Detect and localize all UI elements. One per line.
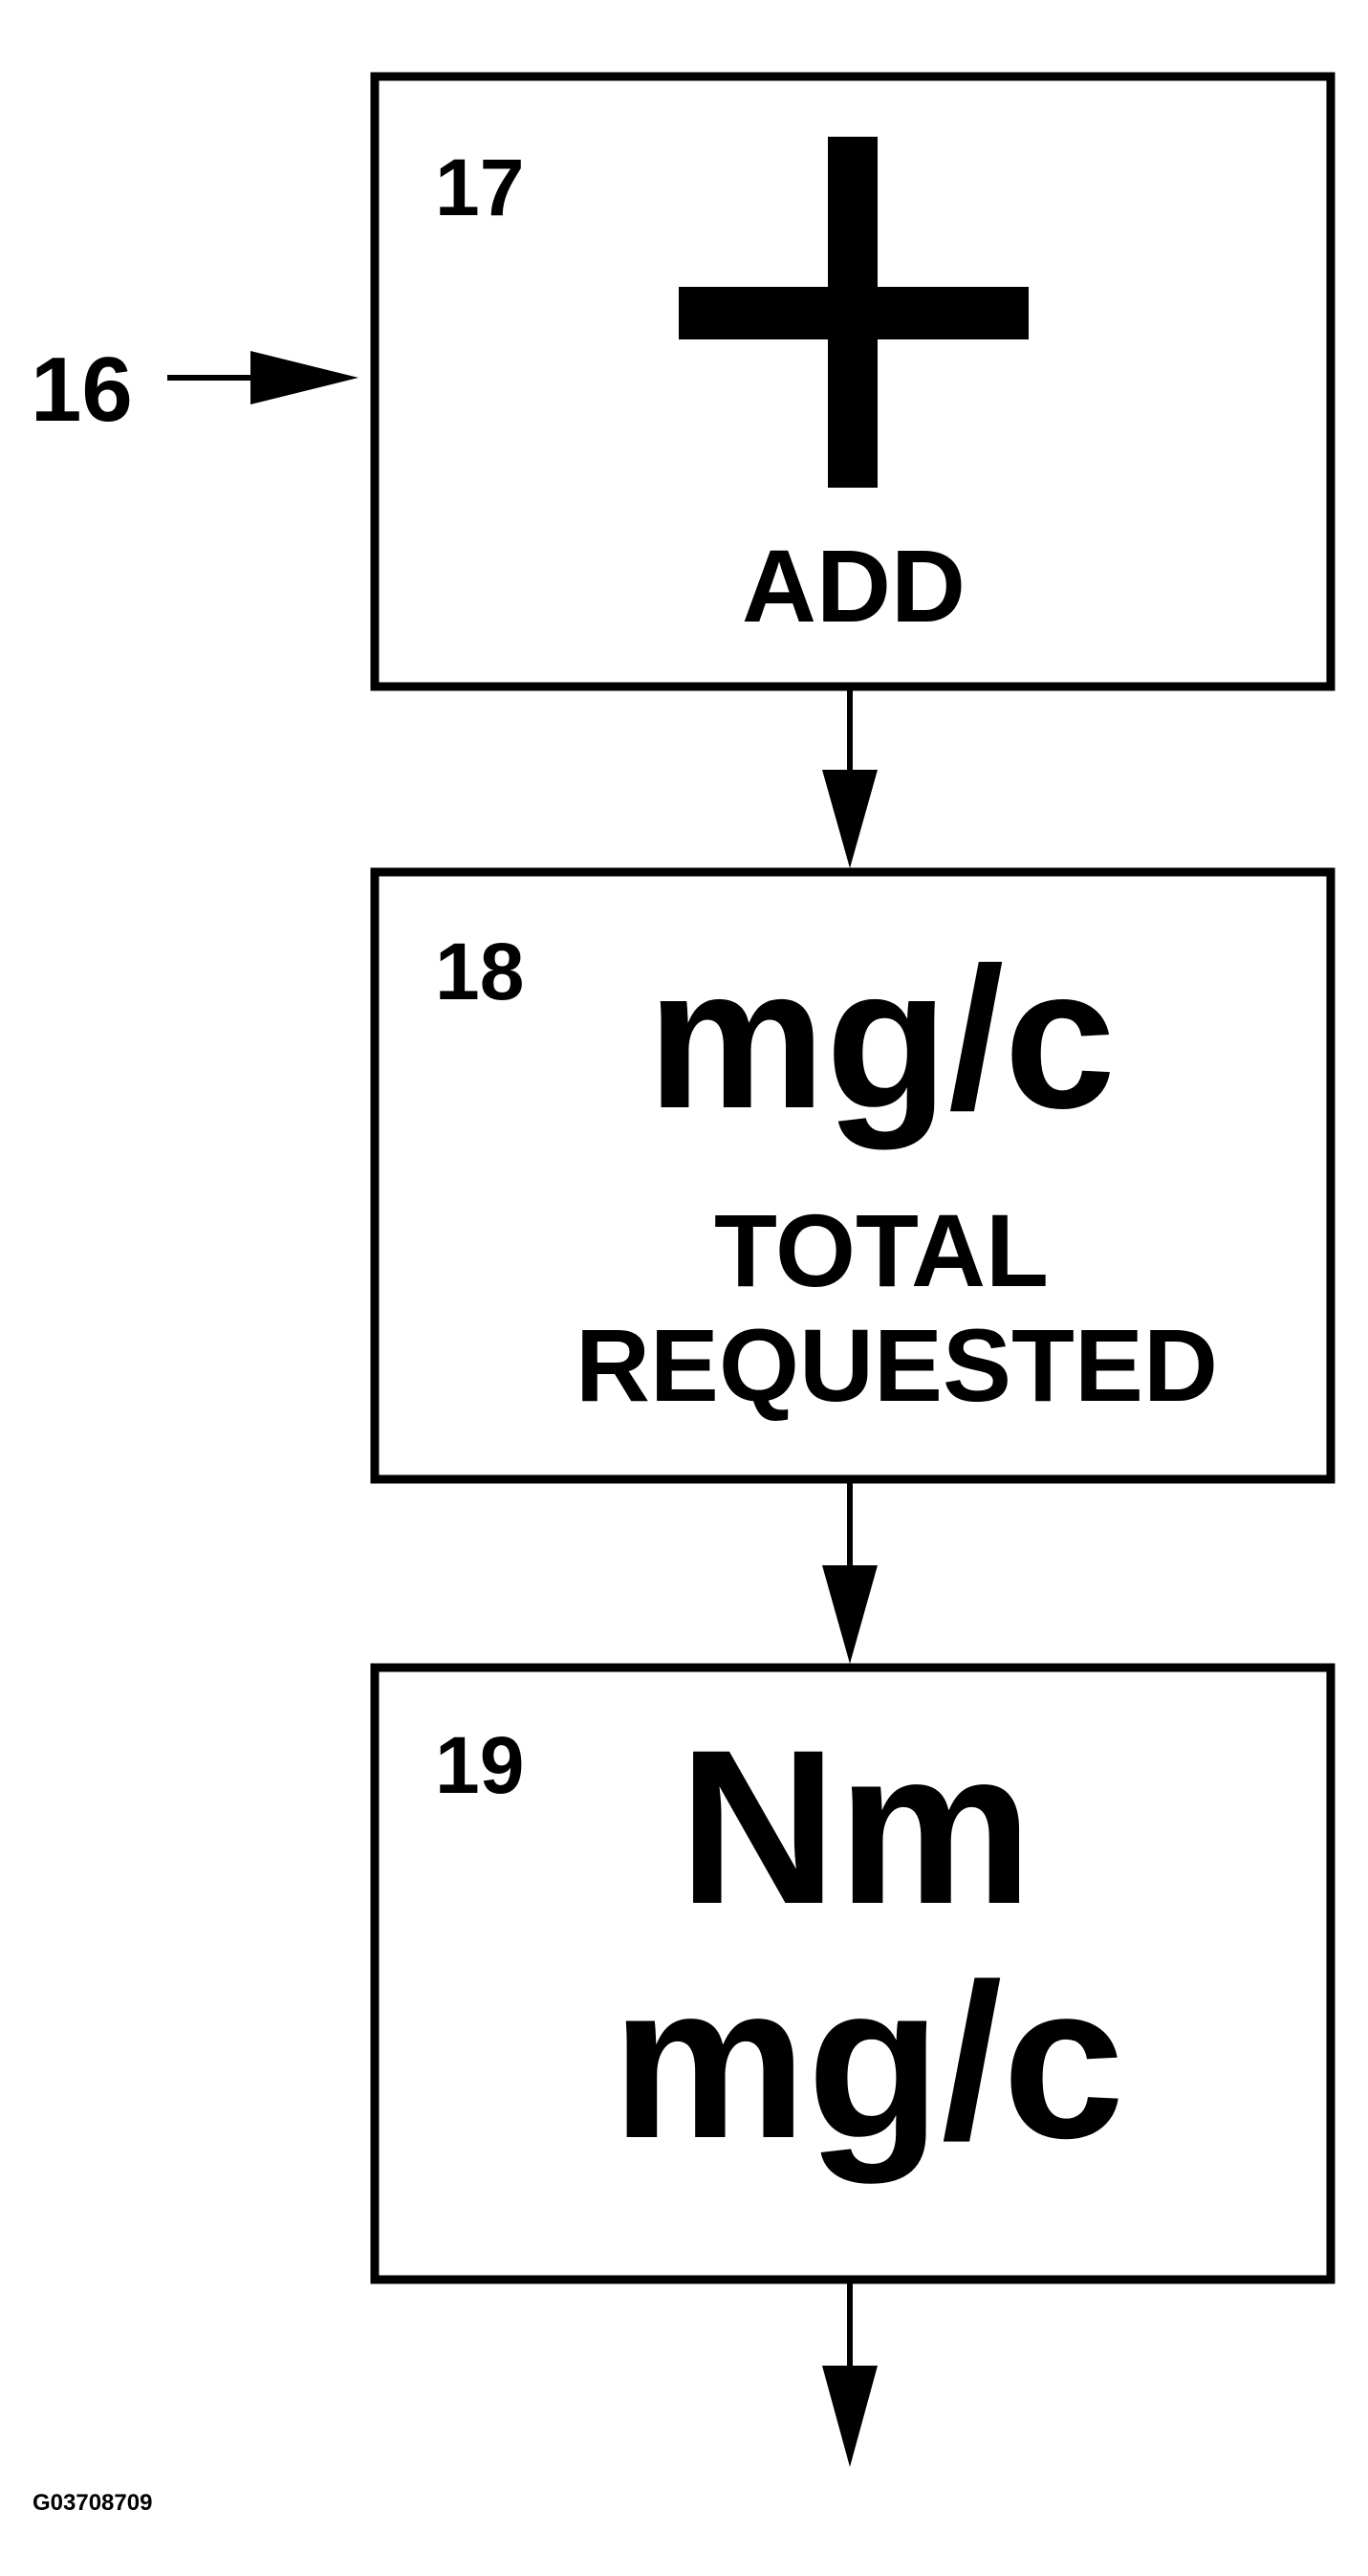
block-nm-mgc (370, 1663, 1335, 2284)
input-arrowhead (250, 351, 358, 404)
block-nm-mgc-value-1: Nm (679, 1704, 1033, 1950)
block-total-requested-value: mg/c (647, 926, 1116, 1150)
block-total-requested-ref: 18 (435, 927, 524, 1016)
arrow-17-18-head (822, 770, 878, 868)
input-ref-label: 16 (31, 338, 133, 441)
block-nm-mgc-value-2: mg/c (612, 1938, 1125, 2184)
figure-code: G03708709 (33, 2490, 152, 2516)
block-nm-mgc-ref: 19 (435, 1720, 524, 1810)
plus-symbol-horizontal (679, 287, 1029, 339)
block-add-ref: 17 (435, 142, 524, 232)
block-add-label: ADD (742, 528, 966, 644)
block-total-requested-label-1: TOTAL (714, 1192, 1049, 1308)
arrow-18-19-head (822, 1565, 878, 1664)
block-total-requested-label-2: REQUESTED (575, 1307, 1218, 1423)
output-arrowhead (822, 2366, 878, 2467)
